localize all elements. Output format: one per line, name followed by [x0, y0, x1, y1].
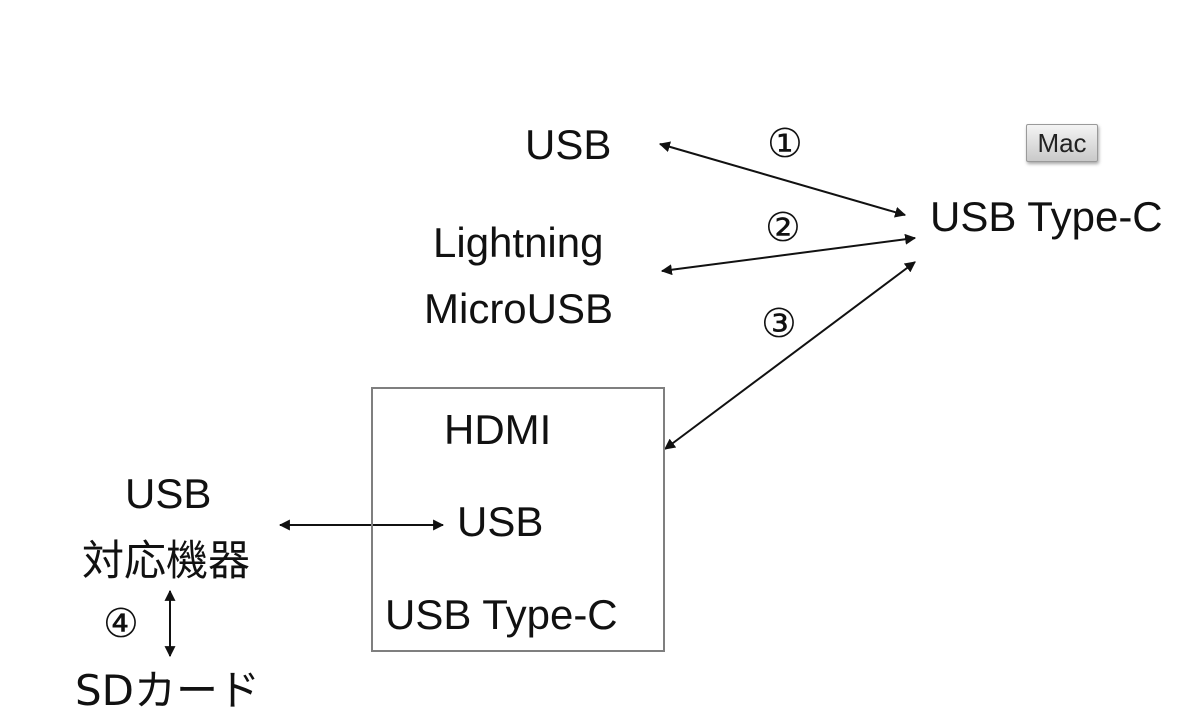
connection-2-marker: ②	[765, 205, 801, 251]
connection-3-marker: ③	[761, 301, 797, 347]
device-lightning-label: Lightning	[433, 219, 604, 266]
hub-usb-type-c-label: USB Type-C	[385, 591, 618, 638]
connection-1-marker: ①	[767, 121, 803, 167]
arrow-usb-to-mac	[658, 141, 907, 218]
hub-box	[371, 387, 665, 652]
device-microusb-label: MicroUSB	[424, 285, 614, 332]
mac-badge: Mac	[1026, 124, 1098, 162]
connection-4-marker: ④	[103, 601, 139, 647]
mac-port-label: USB Type-C	[930, 193, 1163, 240]
peripheral-device-label: 対応機器	[82, 536, 251, 585]
hub-usb-label: USB	[457, 498, 544, 545]
peripheral-usb-label: USB	[125, 470, 212, 517]
peripheral-sd-card-label: SDカード	[75, 666, 261, 715]
device-usb-label: USB	[525, 121, 612, 168]
arrow-hub-to-mac	[664, 261, 916, 450]
hub-hdmi-label: HDMI	[444, 406, 552, 453]
